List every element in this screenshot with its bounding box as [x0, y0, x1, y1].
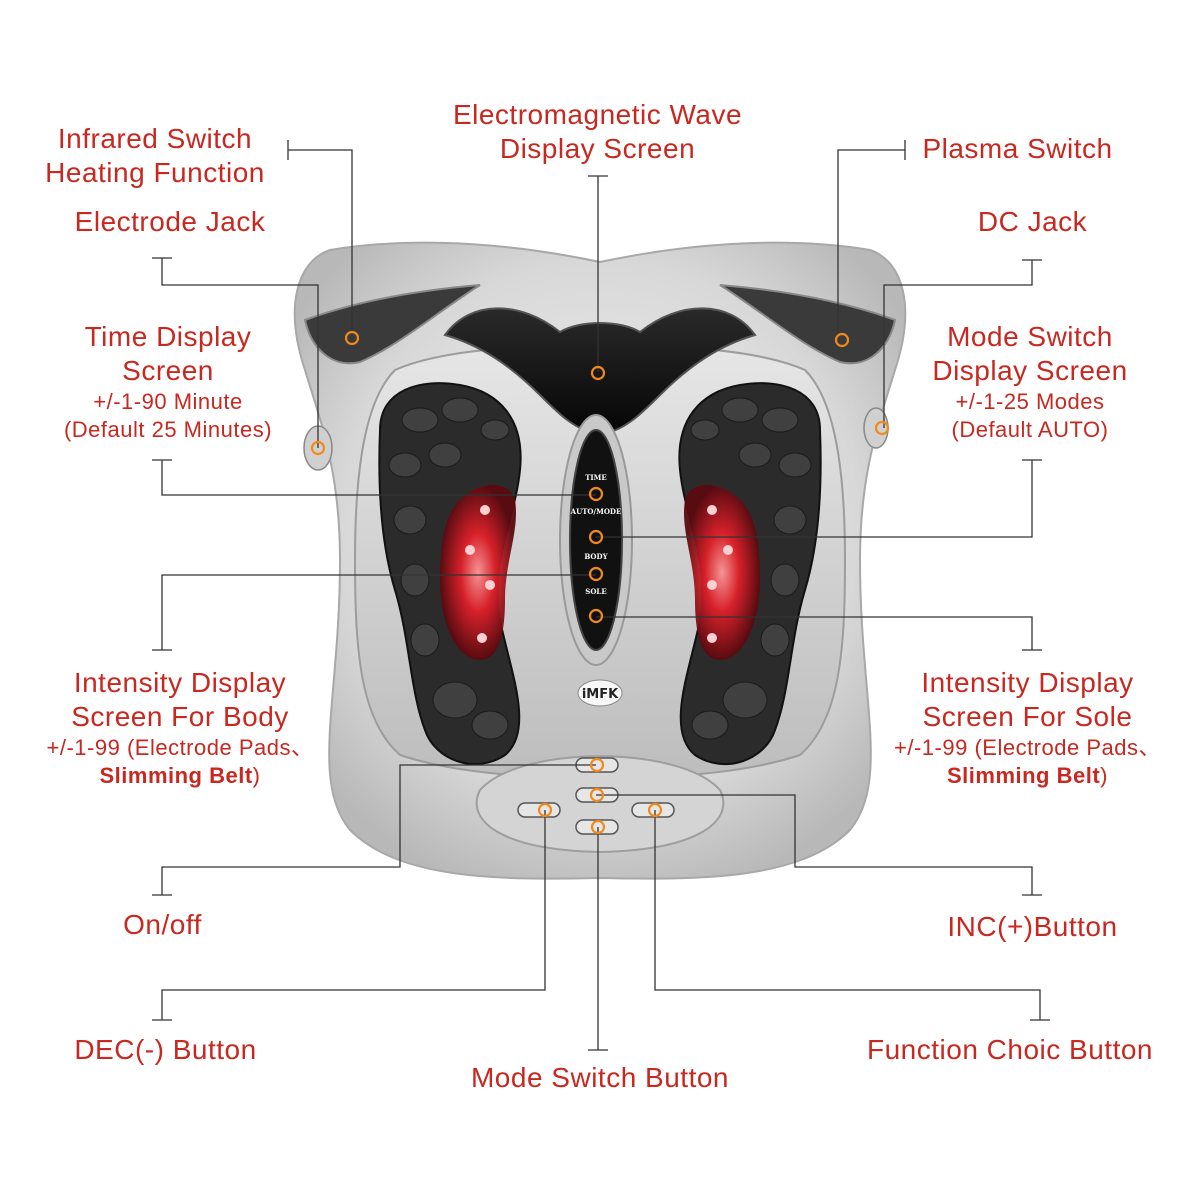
- leader-function: [654, 810, 1041, 1020]
- label-sole-line1: Intensity Display: [921, 667, 1134, 698]
- label-emwave-line2: Display Screen: [499, 133, 696, 164]
- marker-electrode-jack: [310, 440, 326, 456]
- label-mode-line2: Display Screen: [932, 355, 1128, 386]
- label-infrared-line1: Infrared Switch: [57, 123, 253, 154]
- em-wave-screen: [443, 307, 757, 437]
- callout-markers: [310, 330, 890, 835]
- leader-sole: [596, 616, 1033, 650]
- label-body-sub1: +/-1-99 (Electrode Pads、: [46, 735, 314, 760]
- marker-onoff: [589, 757, 605, 773]
- brand-text: iMFK: [582, 687, 619, 702]
- marker-time: [588, 486, 604, 502]
- marker-function: [647, 802, 663, 818]
- marker-inc: [589, 787, 605, 803]
- leader-inc: [596, 794, 1033, 895]
- marker-emwave: [590, 365, 606, 381]
- leader-dcjack: [883, 260, 1033, 428]
- marker-dec: [537, 802, 553, 818]
- label-mode-sub2: (Default AUTO): [951, 417, 1109, 442]
- label-intensity-body: Intensity Display Screen For Body +/-1-9…: [20, 666, 340, 790]
- left-led-zone: [440, 485, 517, 660]
- label-body-line2: Screen For Body: [71, 701, 289, 732]
- label-mode-display: Mode Switch Display Screen +/-1-25 Modes…: [905, 320, 1155, 444]
- label-function-button: Function Choic Button: [867, 1034, 1153, 1065]
- leader-lines: [152, 140, 1050, 1051]
- label-intensity-sole: Intensity Display Screen For Sole +/-1-9…: [865, 666, 1190, 790]
- label-sole-sub2-row: Slimming Belt): [865, 762, 1190, 790]
- label-on-off: On/off: [123, 909, 202, 940]
- leader-mode: [596, 460, 1033, 538]
- label-sole-sub1: +/-1-99 (Electrode Pads、: [894, 735, 1161, 760]
- marker-mode-switch: [590, 819, 606, 835]
- panel-body-text: BODY: [584, 552, 608, 561]
- leader-electrode: [161, 258, 319, 448]
- label-infrared-switch: Infrared Switch Heating Function: [20, 122, 290, 190]
- leader-time: [161, 460, 596, 496]
- right-wing-trim: [719, 284, 897, 365]
- label-em-wave: Electromagnetic Wave Display Screen: [400, 98, 795, 166]
- label-time-sub1: +/-1-90 Minute: [93, 389, 243, 414]
- label-inc-button: INC(+)Button: [947, 911, 1118, 942]
- label-time-sub2: (Default 25 Minutes): [63, 417, 273, 442]
- leader-body: [161, 574, 596, 650]
- panel-time-text: TIME: [585, 473, 607, 482]
- label-mode-sub1: +/-1-25 Modes: [955, 389, 1105, 414]
- label-sole-sub3: ): [1100, 763, 1108, 788]
- label-body-line1: Intensity Display: [73, 667, 287, 698]
- panel-sole-text: SOLE: [585, 587, 606, 596]
- label-body-sub3: ): [252, 763, 261, 788]
- label-body-sub2-row: Slimming Belt): [20, 762, 340, 790]
- label-emwave-line1: Electromagnetic Wave: [452, 99, 743, 130]
- marker-mode: [588, 529, 604, 545]
- label-mode-line1: Mode Switch: [947, 321, 1113, 352]
- btn-function[interactable]: [631, 802, 675, 818]
- button-pod: [475, 755, 725, 854]
- label-sole-sub2: Slimming Belt: [946, 763, 1101, 788]
- label-dec-button: DEC(-) Button: [74, 1034, 257, 1065]
- leader-onoff: [161, 764, 596, 895]
- leader-dec: [161, 810, 546, 1020]
- left-pad-texture: [388, 397, 510, 740]
- label-electrode-jack: Electrode Jack: [74, 206, 266, 237]
- label-plasma-switch: Plasma Switch: [922, 133, 1113, 164]
- label-time-line1: Time Display: [84, 321, 252, 352]
- led-lights: [465, 505, 733, 643]
- leader-plasma: [837, 149, 905, 338]
- label-mode-switch-button: Mode Switch Button: [470, 1062, 730, 1093]
- leader-infrared: [288, 149, 353, 335]
- label-time-display: Time Display Screen +/-1-90 Minute (Defa…: [28, 320, 308, 444]
- center-panel-screen: [569, 429, 623, 651]
- right-pad-texture: [690, 397, 812, 740]
- marker-infrared: [344, 330, 360, 346]
- marker-sole: [588, 608, 604, 624]
- panel-auto-text: AUTO/MODE: [570, 507, 622, 516]
- brand-logo: iMFK: [577, 679, 623, 707]
- label-sole-line2: Screen For Sole: [922, 701, 1133, 732]
- label-time-line2: Screen: [122, 355, 214, 386]
- right-led-zone: [683, 485, 760, 660]
- label-infrared-line2: Heating Function: [45, 157, 265, 188]
- marker-body: [588, 566, 604, 582]
- label-body-sub2: Slimming Belt: [99, 763, 253, 788]
- marker-dc-jack: [874, 420, 890, 436]
- label-dc-jack: DC Jack: [977, 206, 1088, 237]
- marker-plasma: [834, 332, 850, 348]
